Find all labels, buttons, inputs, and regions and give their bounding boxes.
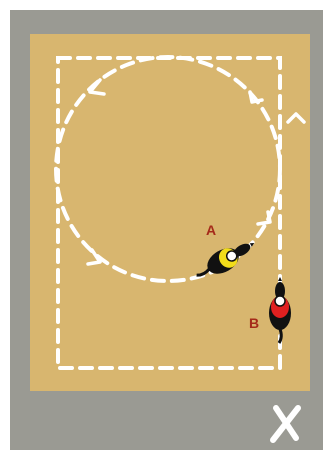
rider-b-helmet <box>275 296 285 306</box>
rider-a-label: A <box>206 222 216 238</box>
rider-b-label: B <box>249 315 259 331</box>
